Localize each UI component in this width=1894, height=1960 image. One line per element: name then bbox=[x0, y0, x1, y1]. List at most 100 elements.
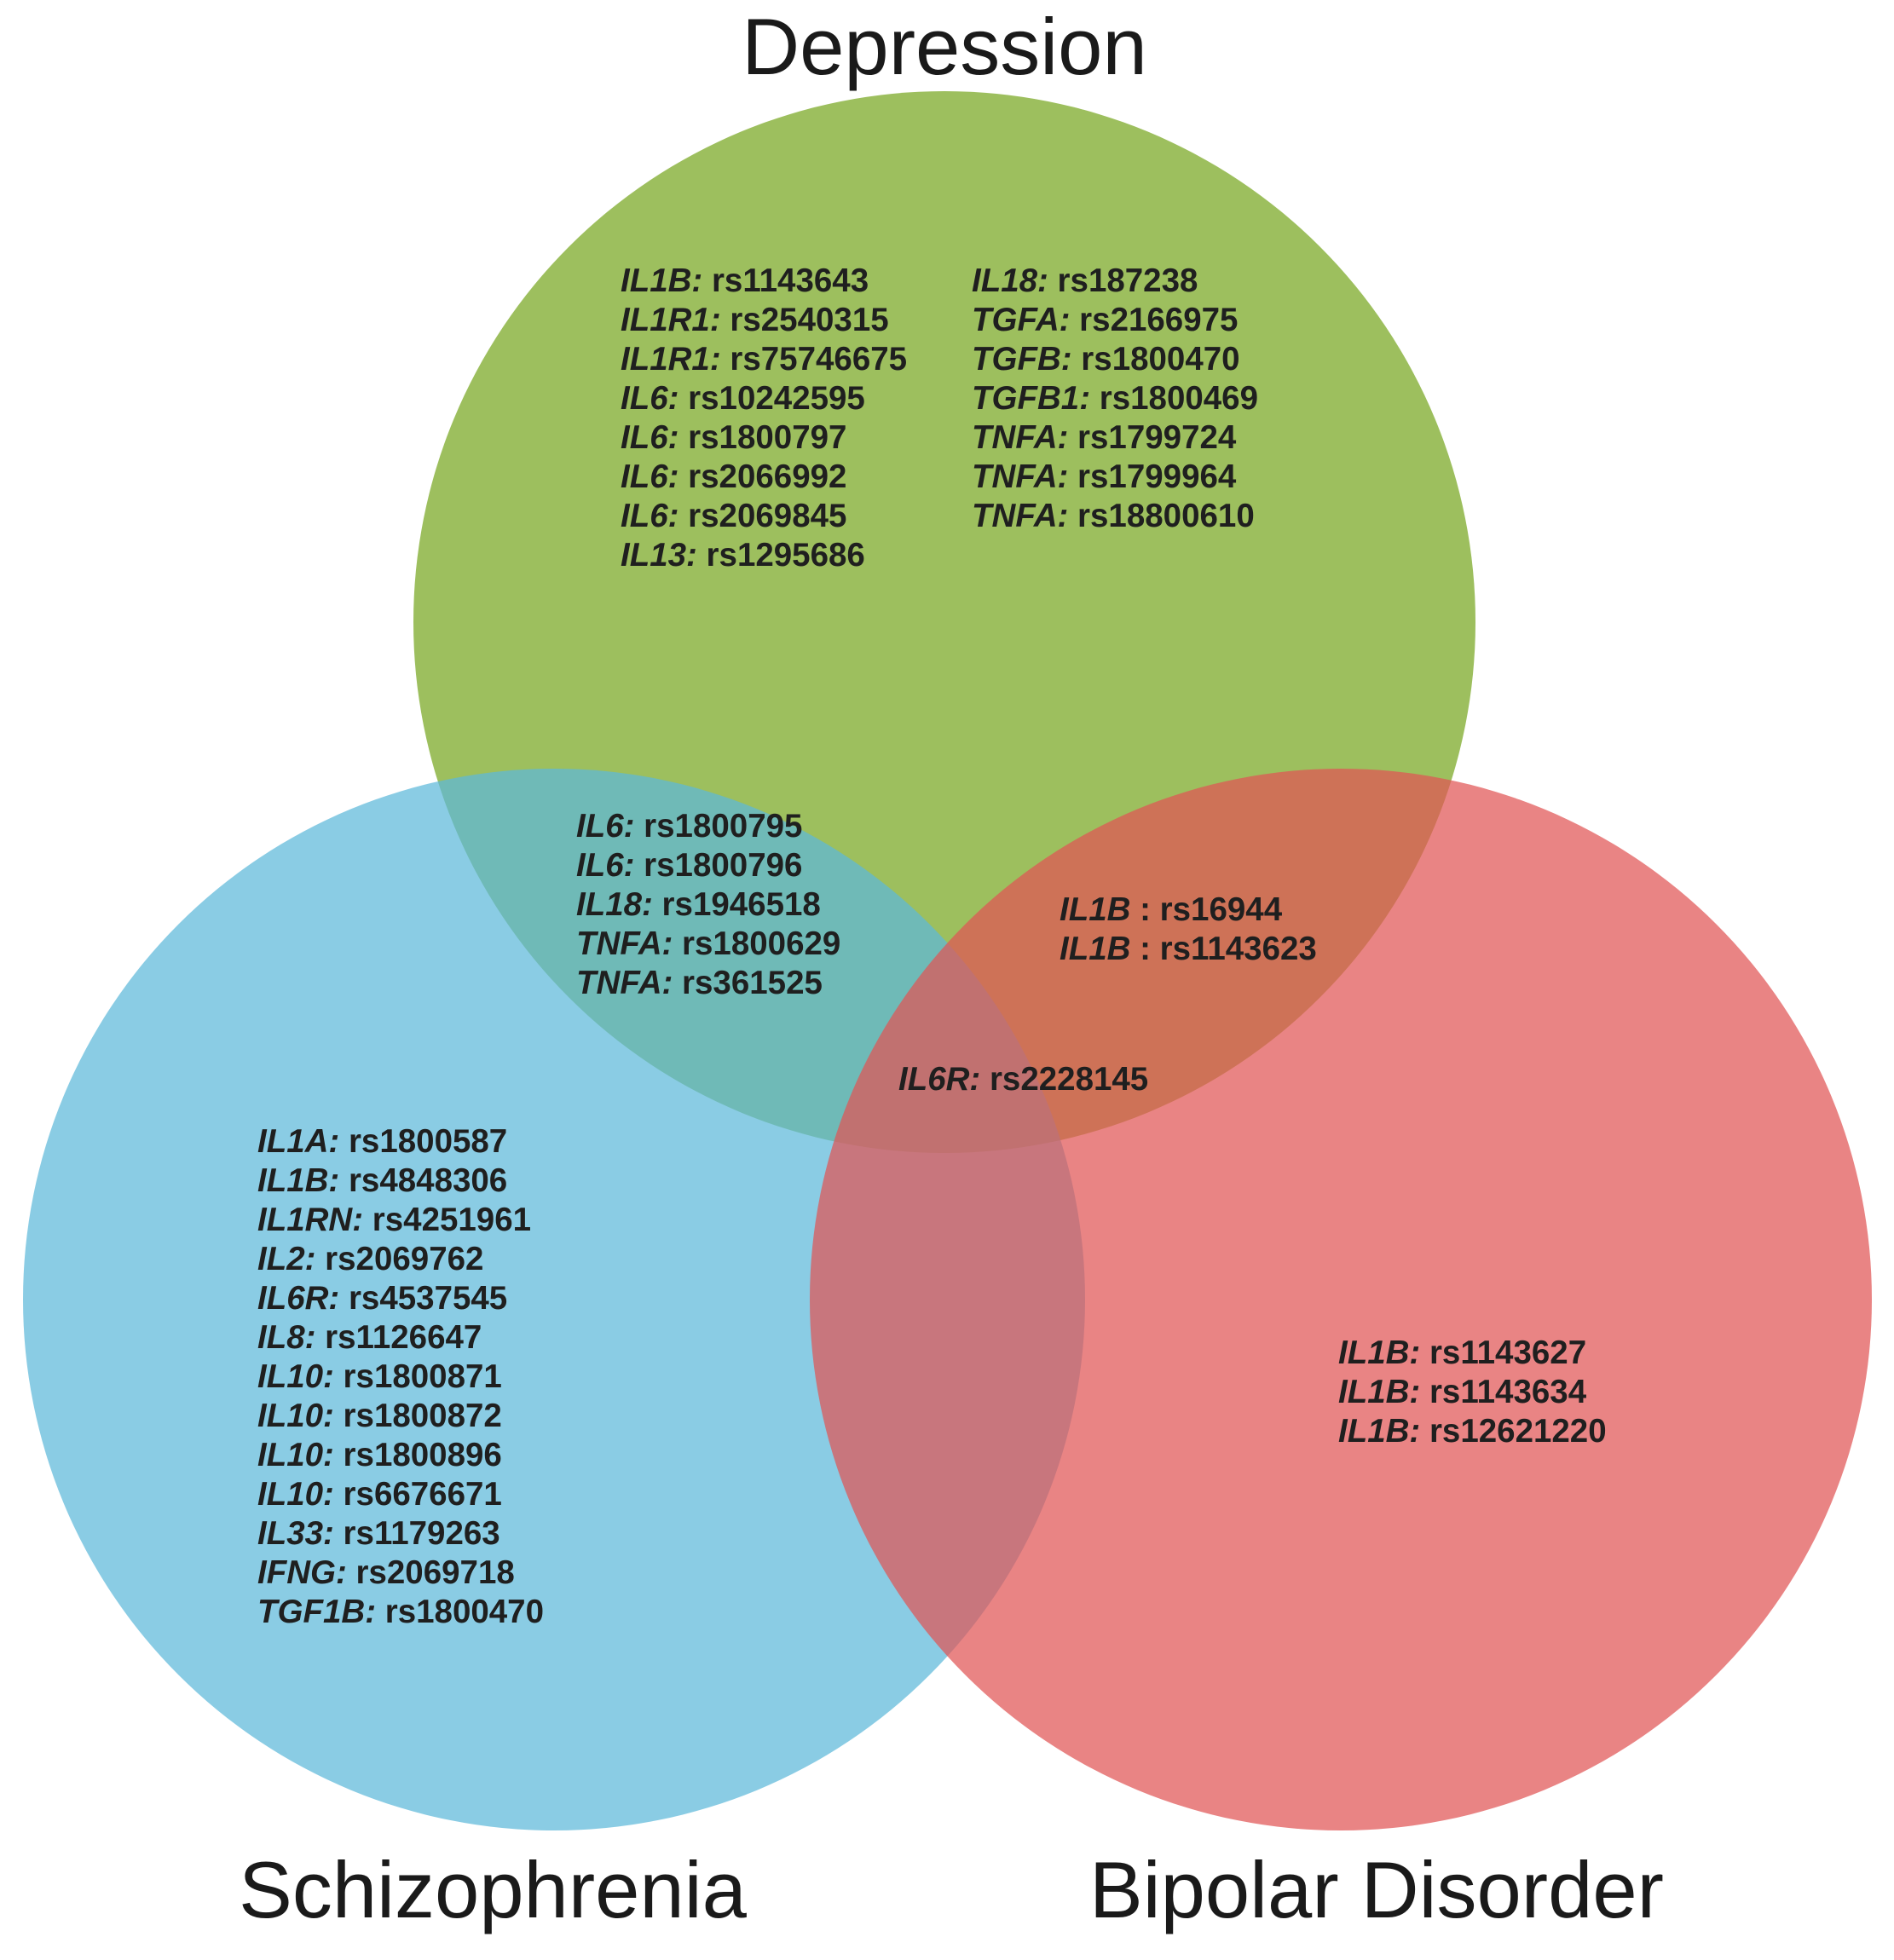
snp-entry: IL2: rs2069762 bbox=[257, 1241, 483, 1277]
gene-name: TNFA: bbox=[972, 498, 1068, 534]
snp-entry: IL1B: rs4848306 bbox=[257, 1162, 507, 1199]
gene-name: IL6: bbox=[621, 498, 678, 534]
gene-name: TNFA: bbox=[576, 965, 673, 1001]
snp-entry: IL1R1: rs2540315 bbox=[621, 302, 889, 338]
snp-entry: IL6R: rs2228145 bbox=[898, 1061, 1148, 1098]
snp-entry: IL18: rs1946518 bbox=[576, 886, 821, 923]
snp-id: rs2069762 bbox=[315, 1241, 483, 1277]
gene-name: IL10: bbox=[257, 1398, 334, 1434]
snp-entry: IL6: rs2069845 bbox=[621, 498, 846, 534]
snp-id: rs361525 bbox=[673, 965, 823, 1001]
gene-name: IL1B: bbox=[621, 262, 702, 299]
snp-id: rs1800797 bbox=[678, 419, 846, 456]
snp-id: rs4848306 bbox=[339, 1162, 507, 1199]
gene-name: IL1B: bbox=[1338, 1413, 1420, 1450]
snp-id: rs187238 bbox=[1048, 262, 1198, 299]
snp-entry: TNFA: rs18800610 bbox=[972, 498, 1255, 534]
gene-name: TNFA: bbox=[972, 419, 1068, 456]
snp-entry: IL1B: rs1143634 bbox=[1338, 1374, 1587, 1410]
snp-id: rs4251961 bbox=[363, 1202, 531, 1238]
gene-name: IL10: bbox=[257, 1437, 334, 1473]
snp-entry: TGFB: rs1800470 bbox=[972, 341, 1240, 378]
snp-id: rs1295686 bbox=[697, 537, 865, 574]
snp-entry: IL13: rs1295686 bbox=[621, 537, 865, 574]
snp-entry: IL6: rs2066992 bbox=[621, 458, 846, 495]
snp-entry: IL10: rs1800896 bbox=[257, 1437, 502, 1473]
snp-entry: IL1B: rs1143643 bbox=[621, 262, 869, 299]
snp-entry: IL1B : rs1143623 bbox=[1060, 931, 1317, 967]
snp-id: rs1800871 bbox=[334, 1358, 502, 1395]
snp-entry: TNFA: rs1799964 bbox=[972, 458, 1237, 495]
snp-id: rs2166975 bbox=[1070, 302, 1238, 338]
gene-name: IL1B: bbox=[257, 1162, 339, 1199]
gene-name: TGFB: bbox=[972, 341, 1072, 378]
gene-name: IL1B: bbox=[1338, 1374, 1420, 1410]
gene-name: IL8: bbox=[257, 1319, 315, 1356]
snp-entry: IL1R1: rs75746675 bbox=[621, 341, 907, 378]
gene-name: IL13: bbox=[621, 537, 697, 574]
snp-id: rs2069718 bbox=[347, 1554, 515, 1591]
gene-name: IL33: bbox=[257, 1515, 334, 1552]
bipolar-label: Bipolar Disorder bbox=[1089, 1845, 1664, 1934]
snp-entry: IL8: rs1126647 bbox=[257, 1319, 482, 1356]
snp-entry: TGF1B: rs1800470 bbox=[257, 1594, 544, 1630]
gene-name: IL1B bbox=[1060, 891, 1130, 928]
snp-entry: IL1RN: rs4251961 bbox=[257, 1202, 531, 1238]
gene-name: IL1B: bbox=[1338, 1335, 1420, 1371]
snp-id: rs1800796 bbox=[634, 847, 802, 884]
snp-entry: TGFB1: rs1800469 bbox=[972, 380, 1258, 417]
gene-name: TNFA: bbox=[576, 925, 673, 962]
gene-name: IL6: bbox=[621, 458, 678, 495]
snp-id: rs1800896 bbox=[334, 1437, 502, 1473]
gene-name: IL10: bbox=[257, 1358, 334, 1395]
snp-id: : rs16944 bbox=[1130, 891, 1282, 928]
gene-name: IL6: bbox=[621, 419, 678, 456]
snp-id: rs1800629 bbox=[673, 925, 840, 962]
snp-id: rs1126647 bbox=[315, 1319, 482, 1356]
snp-entry: TGFA: rs2166975 bbox=[972, 302, 1238, 338]
snp-entry: IL6: rs1800797 bbox=[621, 419, 846, 456]
gene-name: IFNG: bbox=[257, 1554, 347, 1591]
snp-entry: IL1B: rs12621220 bbox=[1338, 1413, 1607, 1450]
gene-name: IL6: bbox=[576, 808, 634, 845]
bipolar-circle bbox=[810, 769, 1872, 1830]
gene-name: TGFB1: bbox=[972, 380, 1090, 417]
snp-id: rs12621220 bbox=[1420, 1413, 1606, 1450]
snp-entry: IL10: rs1800871 bbox=[257, 1358, 502, 1395]
snp-entry: TNFA: rs1799724 bbox=[972, 419, 1237, 456]
snp-entry: IL6: rs1800795 bbox=[576, 808, 802, 845]
snp-id: rs10242595 bbox=[678, 380, 864, 417]
snp-id: rs1800470 bbox=[1072, 341, 1240, 378]
snp-id: rs1143634 bbox=[1420, 1374, 1586, 1410]
snp-id: rs2069845 bbox=[678, 498, 846, 534]
gene-name: IL18: bbox=[576, 886, 653, 923]
snp-id: rs1800469 bbox=[1090, 380, 1258, 417]
snp-entry: IL1B: rs1143627 bbox=[1338, 1335, 1586, 1371]
gene-name: TNFA: bbox=[972, 458, 1068, 495]
gene-name: IL6: bbox=[621, 380, 678, 417]
schizophrenia-label: Schizophrenia bbox=[239, 1845, 747, 1934]
gene-name: IL1B bbox=[1060, 931, 1130, 967]
snp-entry: IL6: rs1800796 bbox=[576, 847, 802, 884]
gene-name: IL18: bbox=[972, 262, 1048, 299]
gene-name: IL1RN: bbox=[257, 1202, 363, 1238]
snp-entry: TNFA: rs1800629 bbox=[576, 925, 840, 962]
snp-id: rs2228145 bbox=[980, 1061, 1148, 1098]
snp-id: rs1800795 bbox=[634, 808, 802, 845]
snp-entry: IFNG: rs2069718 bbox=[257, 1554, 515, 1591]
snp-id: rs4537545 bbox=[339, 1280, 507, 1317]
snp-id: rs6676671 bbox=[334, 1476, 502, 1513]
snp-id: rs2066992 bbox=[678, 458, 846, 495]
snp-id: rs1179263 bbox=[334, 1515, 500, 1552]
snp-entry: IL10: rs6676671 bbox=[257, 1476, 502, 1513]
snp-id: : rs1143623 bbox=[1130, 931, 1316, 967]
snp-id: rs75746675 bbox=[721, 341, 907, 378]
snp-entry: TNFA: rs361525 bbox=[576, 965, 823, 1001]
gene-name: IL2: bbox=[257, 1241, 315, 1277]
snp-id: rs1946518 bbox=[653, 886, 821, 923]
